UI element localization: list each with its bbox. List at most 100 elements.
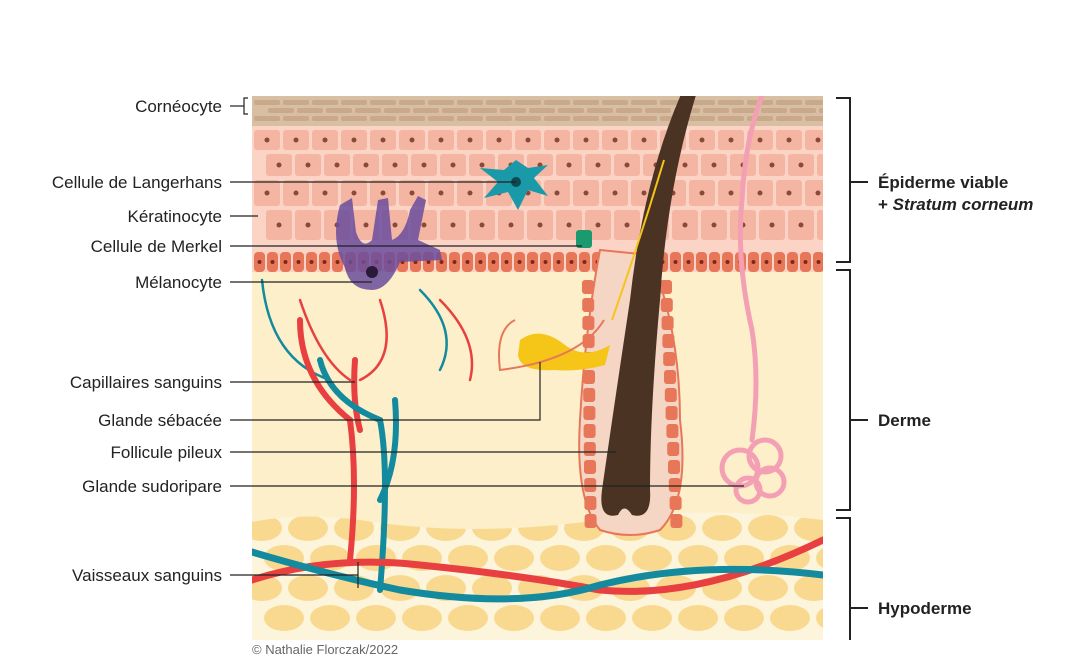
- fat-cell: [678, 605, 718, 631]
- corneocyte: [384, 108, 410, 113]
- fat-cell: [288, 515, 328, 541]
- keratinocyte-nucleus: [787, 191, 792, 196]
- fat-cell: [748, 515, 788, 541]
- basal-nucleus: [271, 260, 275, 264]
- keratinocyte-nucleus: [625, 223, 630, 228]
- keratinocyte-nucleus: [497, 138, 502, 143]
- keratinocyte-nucleus: [596, 163, 601, 168]
- label-stratum-corneum: + Stratum corneum: [878, 195, 1033, 214]
- corneocyte: [442, 108, 468, 113]
- basal-nucleus: [466, 260, 470, 264]
- keratinocyte-nucleus: [439, 138, 444, 143]
- corneocyte: [312, 100, 338, 105]
- follicle-cell: [661, 298, 673, 312]
- keratinocyte-nucleus: [277, 163, 282, 168]
- basal-nucleus: [284, 260, 288, 264]
- corneocyte: [573, 100, 599, 105]
- corneocyte: [254, 100, 280, 105]
- label-langerhans: Cellule de Langerhans: [52, 173, 222, 192]
- keratinocyte-nucleus: [555, 138, 560, 143]
- label-melanocyte: Mélanocyte: [135, 273, 222, 292]
- keratinocyte-nucleus: [410, 138, 415, 143]
- keratinocyte-nucleus: [816, 191, 821, 196]
- follicle-cell: [664, 370, 676, 384]
- fat-cell: [702, 515, 742, 541]
- corneocyte: [283, 100, 309, 105]
- keratinocyte-nucleus: [613, 138, 618, 143]
- basal-nucleus: [765, 260, 769, 264]
- label-keratinocyte: Kératinocyte: [128, 207, 223, 226]
- corneocyte: [529, 108, 555, 113]
- keratinocyte-nucleus: [700, 138, 705, 143]
- keratinocyte-nucleus: [294, 138, 299, 143]
- basal-nucleus: [518, 260, 522, 264]
- right-labels: Épiderme viable + Stratum corneum Derme …: [878, 173, 1033, 618]
- corneocyte: [268, 108, 294, 113]
- follicle-cell: [585, 514, 597, 528]
- keratinocyte: [817, 210, 843, 240]
- corneocyte: [776, 116, 802, 121]
- label-sebaceous: Glande sébacée: [98, 411, 222, 430]
- fat-cell: [540, 605, 580, 631]
- follicle-cell: [662, 316, 674, 330]
- follicle-cell: [670, 496, 682, 510]
- follicle-cell: [582, 316, 594, 330]
- corneocyte: [370, 100, 396, 105]
- corneocyte: [370, 116, 396, 121]
- corneocyte: [341, 116, 367, 121]
- basal-nucleus: [479, 260, 483, 264]
- corneocyte: [587, 108, 613, 113]
- keratinocyte-nucleus: [613, 191, 618, 196]
- fat-cell: [724, 605, 764, 631]
- corneocyte: [631, 116, 657, 121]
- copyright-credit: © Nathalie Florczak/2022: [252, 642, 398, 657]
- corneocyte: [631, 100, 657, 105]
- keratinocyte: [817, 154, 843, 176]
- label-sweat: Glande sudoripare: [82, 477, 222, 496]
- keratinocyte-nucleus: [468, 138, 473, 143]
- keratinocyte-nucleus: [683, 223, 688, 228]
- follicle-cell: [584, 496, 596, 510]
- keratinocyte-nucleus: [526, 138, 531, 143]
- follicle-cell: [665, 388, 677, 402]
- fat-cell: [586, 605, 626, 631]
- follicle-cell: [662, 334, 674, 348]
- corneocyte: [413, 108, 439, 113]
- basal-nucleus: [700, 260, 704, 264]
- merkel-cell: [576, 230, 592, 248]
- keratinocyte-nucleus: [451, 223, 456, 228]
- keratinocyte-nucleus: [480, 163, 485, 168]
- basal-nucleus: [687, 260, 691, 264]
- layer-brackets: [836, 98, 868, 640]
- corneocyte: [515, 100, 541, 105]
- keratinocyte-nucleus: [509, 223, 514, 228]
- corneocyte: [428, 100, 454, 105]
- fat-cell: [288, 575, 328, 601]
- follicle-cell: [663, 352, 675, 366]
- keratinocyte-nucleus: [265, 191, 270, 196]
- corneocyte: [457, 116, 483, 121]
- follicle-cell: [584, 442, 596, 456]
- follicle-cell: [669, 478, 681, 492]
- keratinocyte-nucleus: [828, 163, 833, 168]
- follicle-cell: [582, 280, 594, 294]
- keratinocyte-nucleus: [352, 138, 357, 143]
- follicle-cell: [670, 514, 682, 528]
- follicle-cell: [583, 370, 595, 384]
- corneocyte: [703, 108, 729, 113]
- keratinocyte-nucleus: [381, 191, 386, 196]
- basal-nucleus: [531, 260, 535, 264]
- corneocyte: [689, 116, 715, 121]
- keratinocyte-nucleus: [335, 163, 340, 168]
- keratinocyte-nucleus: [625, 163, 630, 168]
- keratinocyte-nucleus: [729, 138, 734, 143]
- basal-nucleus: [336, 260, 340, 264]
- fat-cell: [794, 575, 834, 601]
- follicle-cell: [584, 424, 596, 438]
- fat-cell: [402, 605, 442, 631]
- keratinocyte-nucleus: [393, 223, 398, 228]
- basal-nucleus: [778, 260, 782, 264]
- corneocyte: [558, 108, 584, 113]
- keratinocyte-nucleus: [584, 138, 589, 143]
